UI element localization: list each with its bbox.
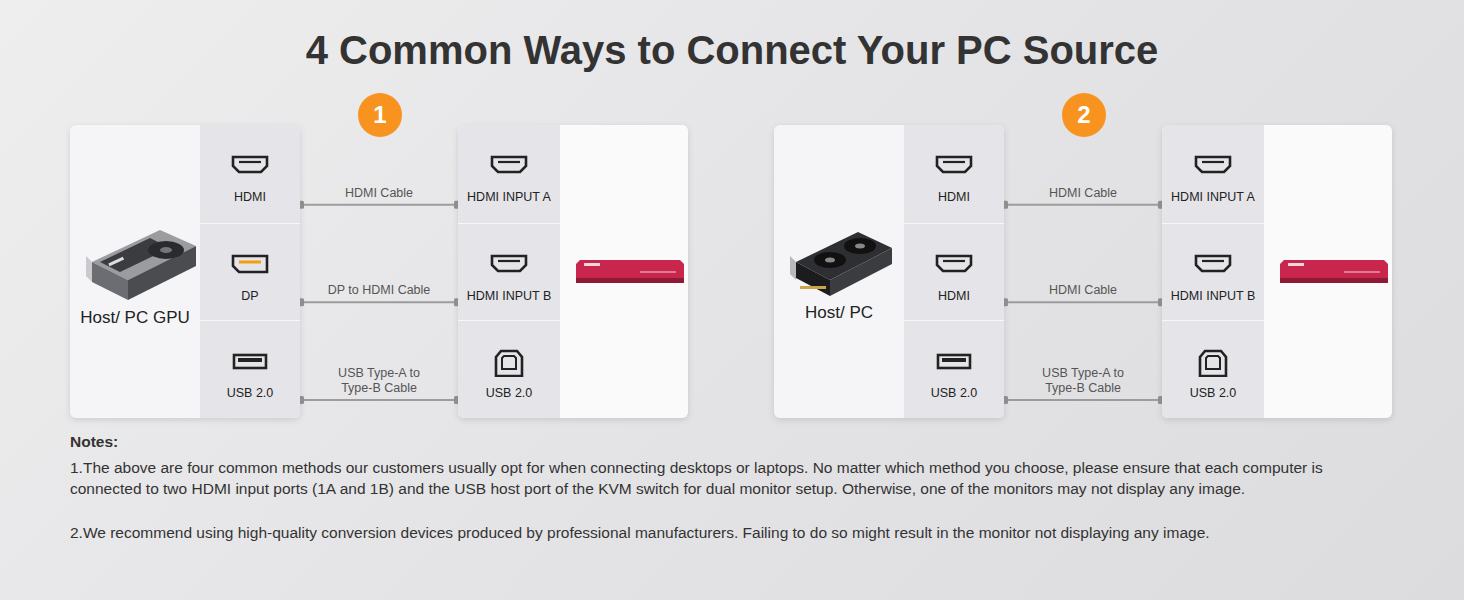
kvm-switch-illustration [1280,260,1388,283]
cable-connector [1000,201,1166,209]
port-cell: HDMI INPUT A [458,125,560,223]
diagram-title: 4 Common Ways to Connect Your PC Source [0,28,1464,73]
kvm-card [1162,125,1392,418]
port-label: HDMI [938,289,970,303]
port-icon [934,153,974,181]
notes-heading: Notes: [70,431,370,452]
port-label: HDMI INPUT B [1171,289,1256,303]
port-icon [934,349,974,377]
port-label: DP [241,289,258,303]
kvm-card [458,125,688,418]
host-card: Host/ PC GPU HDMI DP USB 2.0 [70,125,300,418]
port-cell: HDMI [904,125,1004,223]
port-label: USB 2.0 [1190,386,1237,400]
note-text: 1.The above are four common methods our … [70,457,1390,499]
cable-line [300,204,458,206]
port-cell: HDMI INPUT B [458,223,560,321]
port-cell: USB 2.0 [1162,320,1264,418]
callout-number: 1 [358,93,402,137]
port-label: HDMI INPUT A [467,190,551,204]
port-icon [489,252,529,280]
note-text: 2.We recommend using high-quality conver… [70,522,1390,543]
host-card [70,125,300,418]
port-icon [230,349,270,377]
gpu-illustration [790,232,892,296]
host-label: Host/ PC GPU [70,308,200,328]
host-card: Host/ PC HDMI HDMI USB 2.0 [774,125,1004,418]
port-cell: HDMI INPUT B [1162,223,1264,321]
port-icon [1193,252,1233,280]
port-icon [1193,349,1233,377]
port-label: HDMI INPUT A [1171,190,1255,204]
cable-connector [1000,396,1166,404]
port-label: USB 2.0 [227,386,274,400]
port-cell: USB 2.0 [904,320,1004,418]
cable-connector [296,298,462,306]
port-label: HDMI [234,190,266,204]
cable-connector [296,201,462,209]
callout-number: 2 [1062,93,1106,137]
port-cell: HDMI [904,223,1004,321]
port-label: HDMI INPUT B [467,289,552,303]
cable-label: USB Type-A to Type-B Cable [327,366,431,396]
cable-connector [1000,298,1166,306]
port-label: USB 2.0 [931,386,978,400]
cable-line [300,399,458,401]
kvm-switch-illustration [576,260,684,283]
port-cell: USB 2.0 [458,320,560,418]
cable-label: HDMI Cable [327,186,431,201]
gpu-illustration [86,230,196,300]
cable-line [1004,204,1162,206]
cable-line [1004,399,1162,401]
port-cell: USB 2.0 [200,320,300,418]
cable-label: HDMI Cable [1031,283,1135,298]
cable-connector [296,396,462,404]
cable-label: USB Type-A to Type-B Cable [1031,366,1135,396]
port-icon [1193,153,1233,181]
port-icon [934,252,974,280]
port-icon [489,153,529,181]
port-icon [230,252,270,280]
port-icon [489,349,529,377]
host-card [774,125,1004,418]
host-label: Host/ PC [774,303,904,323]
port-cell: HDMI INPUT A [1162,125,1264,223]
cable-line [300,301,458,303]
port-label: HDMI [938,190,970,204]
port-icon [230,153,270,181]
port-label: USB 2.0 [486,386,533,400]
port-cell: HDMI [200,125,300,223]
port-cell: DP [200,223,300,321]
cable-label: HDMI Cable [1031,186,1135,201]
cable-label: DP to HDMI Cable [327,283,431,298]
cable-line [1004,301,1162,303]
